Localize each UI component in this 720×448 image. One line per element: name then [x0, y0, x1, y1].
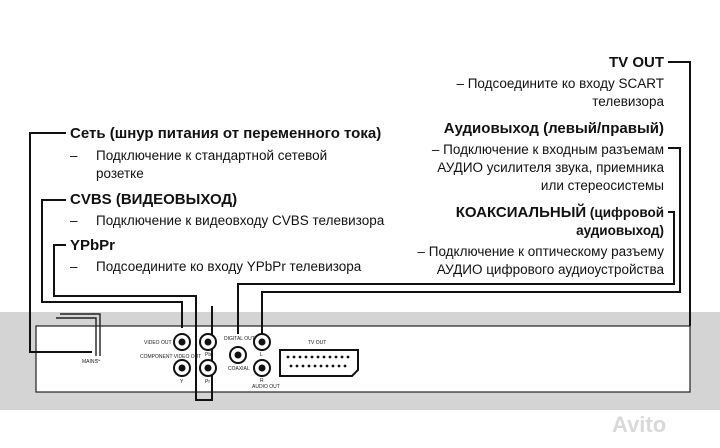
- leader-line-power: [29, 132, 92, 353]
- label-tv-out: TV OUT: [308, 340, 326, 346]
- audio-desc-line3: или стереосистемы: [540, 178, 664, 193]
- label-pb: Pb: [205, 352, 211, 358]
- label-coaxial: COAXIAL: [228, 366, 250, 372]
- tvout-desc-line1: – Подсоедините ко входу SCART: [456, 76, 664, 91]
- jack-pr: [199, 359, 217, 377]
- device-back-panel: [35, 325, 691, 393]
- jack-audio-r: [253, 359, 271, 377]
- label-r: R: [260, 378, 264, 384]
- jack-pb: [199, 333, 217, 351]
- cvbs-desc-line1: Подключение к видеовходу CVBS телевизора: [96, 213, 385, 228]
- leader-line-ypbpr: [53, 244, 213, 401]
- ypbpr-dash: –: [70, 259, 78, 274]
- power-dash: –: [70, 148, 78, 163]
- tvout-title: TV OUT: [609, 54, 664, 71]
- tvout-desc-line2: телевизора: [592, 94, 664, 109]
- jack-y: [173, 359, 191, 377]
- label-component-video-out: COMPONENT VIDEO OUT: [140, 354, 201, 360]
- coax-title-rest: (цифровой: [586, 205, 664, 220]
- jack-video-out: [173, 333, 191, 351]
- coax-title-line2: аудиовыход): [576, 223, 664, 238]
- leader-line-audio: [261, 147, 681, 334]
- ac-symbol: ~: [96, 356, 101, 365]
- scart-connector: [279, 349, 359, 377]
- ypbpr-desc-line1: Подсоедините ко входу YPbPr телевизора: [96, 259, 362, 274]
- label-video-out: VIDEO OUT: [144, 340, 172, 346]
- label-y: Y: [180, 379, 184, 385]
- coax-title-bold: КОАКСИАЛЬНЫЙ: [455, 204, 587, 221]
- audio-desc-line2: АУДИО усилителя звука, приемника: [437, 160, 664, 175]
- coax-desc-line2: АУДИО цифрового аудиоустройства: [436, 262, 664, 277]
- label-mains: MAINS: [82, 359, 99, 365]
- jack-coaxial: [229, 346, 247, 364]
- leader-line-tvout: [668, 61, 691, 326]
- audio-title: Аудиовыход (левый/правый): [443, 120, 664, 137]
- mains-cable: [56, 313, 101, 356]
- cvbs-dash: –: [70, 213, 78, 228]
- power-desc-line1: Подключение к стандартной сетевой: [96, 148, 328, 163]
- audio-desc-line1: – Подключение к входным разъемам: [431, 142, 664, 157]
- leader-lines-left: [29, 132, 213, 401]
- power-title: Сеть (шнур питания от переменного тока): [70, 125, 382, 142]
- label-l: L: [260, 352, 263, 358]
- leader-line-cvbs: [41, 199, 183, 328]
- coax-desc-line1: – Подключение к оптическому разъему: [417, 244, 665, 259]
- jack-audio-l: [253, 333, 271, 351]
- coax-title: КОАКСИАЛЬНЫЙ (цифровой: [456, 204, 664, 221]
- label-pr: Pr: [205, 379, 210, 385]
- power-desc-line2: розетке: [96, 166, 144, 181]
- label-digital-out: DIGITAL OUT: [224, 336, 255, 342]
- leader-line-coaxial: [237, 211, 675, 334]
- cvbs-title: CVBS (ВИДЕОВЫХОД): [70, 191, 238, 208]
- label-audio-out: AUDIO OUT: [252, 384, 280, 390]
- watermark-logo: Avito: [612, 412, 667, 437]
- ypbpr-title: YPbPr: [70, 237, 116, 254]
